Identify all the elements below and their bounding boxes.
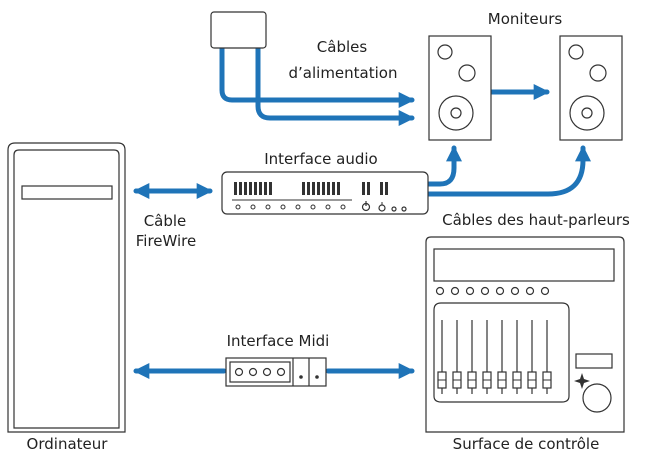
power-adapter — [210, 11, 267, 49]
control-surface-knobs — [435, 286, 550, 296]
label-cable-firewire-2: FireWire — [136, 232, 197, 250]
power-cables — [219, 45, 550, 127]
control-surface-faders — [437, 320, 552, 394]
fader — [512, 320, 522, 394]
monitor-speaker-left — [428, 35, 492, 141]
fader — [482, 320, 492, 394]
midi-interface — [225, 357, 327, 387]
label-interface-midi: Interface Midi — [227, 332, 330, 350]
audio-interface-meters — [234, 182, 388, 195]
fader — [542, 320, 552, 394]
audio-interface — [221, 171, 429, 215]
speaker-cables — [425, 145, 592, 197]
power-icon — [361, 201, 371, 212]
jog-wheel — [582, 383, 612, 413]
control-surface-display — [433, 248, 615, 282]
label-ordinateur: Ordinateur — [27, 435, 109, 453]
fader — [467, 320, 477, 394]
fader — [452, 320, 462, 394]
label-surface-controle: Surface de contrôle — [453, 435, 600, 453]
label-cables-alimentation-1: Câbles — [317, 38, 368, 56]
label-cables-alimentation-2: d’alimentation — [289, 64, 398, 82]
label-cable-firewire-1: Câble — [144, 212, 187, 230]
fader — [527, 320, 537, 394]
fader — [437, 320, 447, 394]
fader — [497, 320, 507, 394]
monitor-speaker-right — [559, 35, 623, 141]
transport-star-icon — [574, 373, 590, 389]
control-surface — [425, 236, 625, 433]
label-interface-audio: Interface audio — [264, 150, 378, 168]
label-cables-haut-parleurs: Câbles des haut-parleurs — [442, 211, 630, 229]
label-moniteurs: Moniteurs — [488, 10, 563, 28]
computer-tower — [7, 142, 126, 433]
control-surface-button — [575, 353, 613, 369]
headphone-knob-icon — [378, 202, 386, 212]
audio-interface-knobs — [235, 204, 346, 210]
